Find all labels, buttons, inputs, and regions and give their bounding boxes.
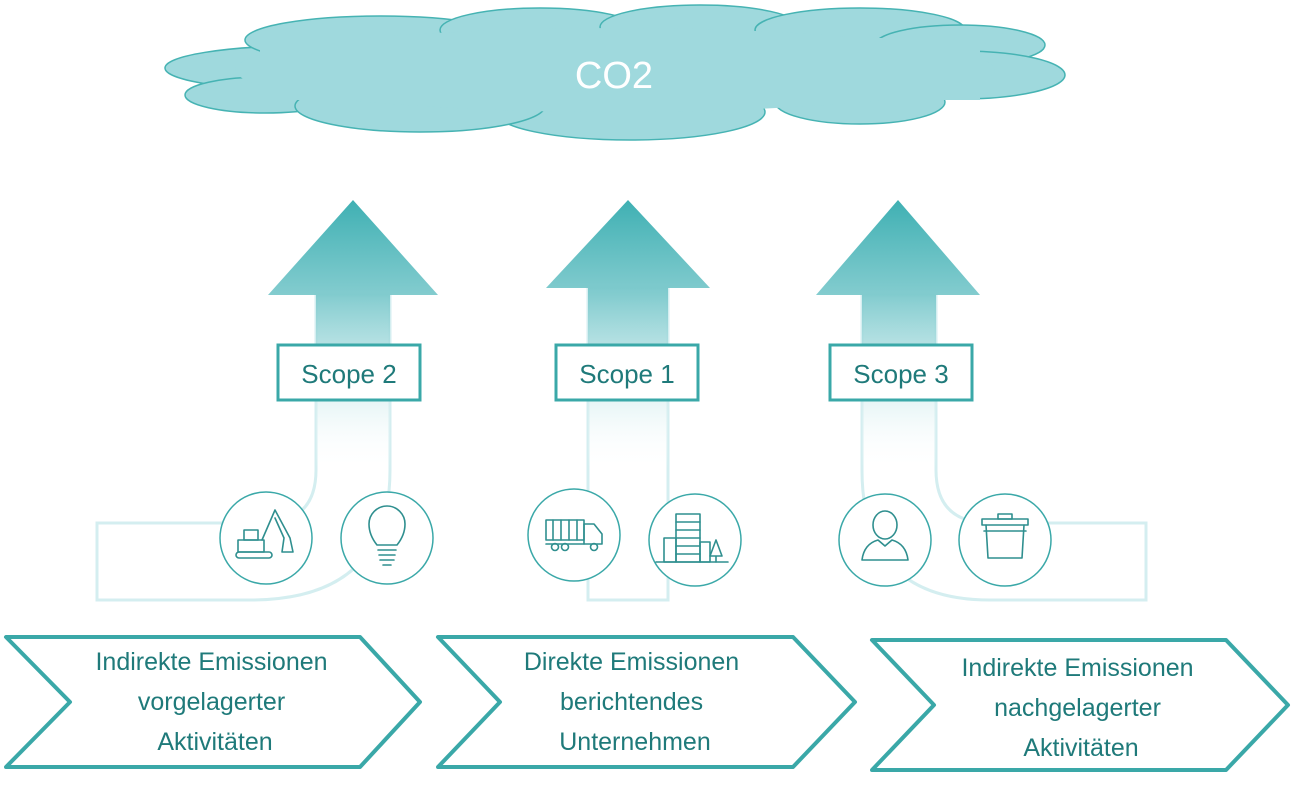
scope-2-box: Scope 2 [276, 343, 422, 402]
chevron-2-line-2: berichtendes [560, 688, 703, 716]
excavator-icon [219, 491, 313, 585]
chevron-1-line-3: Aktivitäten [157, 728, 272, 756]
lightbulb-icon [340, 491, 434, 585]
chevron-1: Indirekte Emissionen vorgelagerter Aktiv… [4, 635, 422, 769]
svg-text:Direkte Emissionen beric: Direkte Emissionen berichtendes Unterneh… [524, 648, 746, 756]
svg-text:Indirekte Emissionen vor: Indirekte Emissionen vorgelagerter Aktiv… [95, 648, 334, 756]
svg-text:Indirekte Emissionen nac: Indirekte Emissionen nachgelagerter Akti… [961, 654, 1200, 762]
scope-3-arrow [816, 200, 1148, 602]
chevron-2: Direkte Emissionen berichtendes Unterneh… [436, 635, 857, 769]
scope-1-box: Scope 1 [554, 343, 700, 402]
trash-bin-icon [958, 493, 1052, 587]
scope-2-label: Scope 2 [301, 359, 396, 389]
scope-1-label: Scope 1 [579, 359, 674, 389]
building-icon [648, 493, 742, 587]
chevron-3-line-1: Indirekte Emissionen [961, 654, 1193, 682]
truck-icon [527, 488, 621, 582]
chevron-1-line-1: Indirekte Emissionen [95, 648, 327, 676]
chevron-3: Indirekte Emissionen nachgelagerter Akti… [870, 638, 1290, 772]
scope-3-label: Scope 3 [853, 359, 948, 389]
chevron-2-line-3: Unternehmen [559, 728, 710, 756]
person-icon [838, 493, 932, 587]
co2-cloud: CO2 [164, 4, 1066, 141]
scope-arrows [95, 200, 1148, 602]
icons [219, 488, 1052, 587]
cloud-label: CO2 [575, 55, 653, 97]
chevron-3-line-3: Aktivitäten [1023, 734, 1138, 762]
scope-3-box: Scope 3 [828, 343, 974, 402]
chevron-1-line-2: vorgelagerter [138, 688, 285, 716]
chevron-3-line-2: nachgelagerter [994, 694, 1161, 722]
chevron-2-line-1: Direkte Emissionen [524, 648, 739, 676]
